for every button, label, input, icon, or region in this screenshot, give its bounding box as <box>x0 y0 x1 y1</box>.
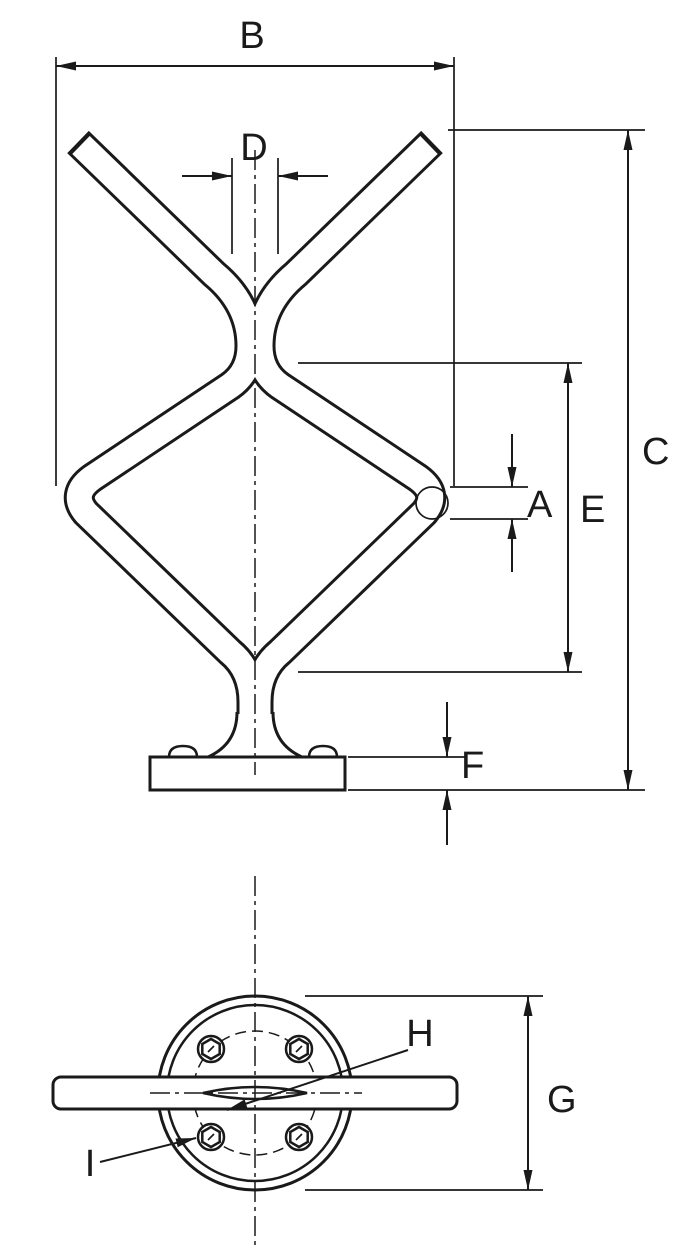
stem-flare-right-edge <box>271 711 303 759</box>
base-plate-rect <box>148 755 347 792</box>
dimension-label-f: F <box>461 745 484 787</box>
dimension-label-c: C <box>642 431 669 473</box>
dimension-label-g: G <box>547 1079 577 1121</box>
arrowhead <box>227 1099 248 1110</box>
dimension-b: B <box>55 15 455 486</box>
bolt-tick <box>295 1045 303 1053</box>
leader-h: H <box>226 1013 434 1111</box>
arrowhead <box>507 519 517 539</box>
dimension-e: E <box>298 362 605 673</box>
arrowhead <box>507 467 517 487</box>
tube-left-body <box>66 136 265 762</box>
bolts <box>196 1034 314 1152</box>
dimension-label-d: D <box>240 127 267 169</box>
arrowhead <box>175 1138 196 1148</box>
arrowhead <box>212 171 232 181</box>
arrowhead <box>442 790 452 810</box>
arrowhead <box>56 61 76 71</box>
stem-flare-left-edge <box>207 711 239 759</box>
bolt-dome-left <box>167 744 199 759</box>
bolt <box>196 1034 226 1064</box>
frame-tubes <box>63 130 447 762</box>
bolt-tick <box>207 1133 215 1141</box>
arrowhead <box>623 770 633 790</box>
arrowhead <box>442 737 452 757</box>
dimension-label-b: B <box>239 15 264 57</box>
dimension-label-e: E <box>580 489 605 531</box>
arrowhead <box>523 1170 533 1190</box>
dimension-g: G <box>305 995 577 1191</box>
bolt-dome-right <box>307 744 339 759</box>
dimension-a: A <box>450 434 553 572</box>
arrowhead <box>278 171 298 181</box>
bolt <box>284 1122 314 1152</box>
bottom-view: H I G <box>51 876 577 1246</box>
arrowhead <box>523 996 533 1016</box>
bolt <box>284 1034 314 1064</box>
tube-section-circle <box>415 486 449 520</box>
arrowhead <box>563 652 573 672</box>
tube-right-body <box>245 136 444 762</box>
dimension-d: D <box>182 127 328 254</box>
dimension-f: F <box>348 702 484 845</box>
bolt-tick <box>207 1045 215 1053</box>
arrowhead <box>434 61 454 71</box>
dimension-c: C <box>348 129 669 791</box>
bolt <box>196 1122 226 1152</box>
bolt-tick <box>295 1133 303 1141</box>
arrowhead <box>563 363 573 383</box>
base-plate <box>148 744 347 792</box>
leader-i: I <box>85 1137 197 1185</box>
leader-label-h: H <box>406 1013 433 1055</box>
dimension-label-a: A <box>527 484 553 526</box>
front-view: B D C E <box>55 15 669 845</box>
arrowhead <box>623 130 633 150</box>
leader-label-i: I <box>85 1143 96 1185</box>
leader-line <box>226 1049 409 1111</box>
